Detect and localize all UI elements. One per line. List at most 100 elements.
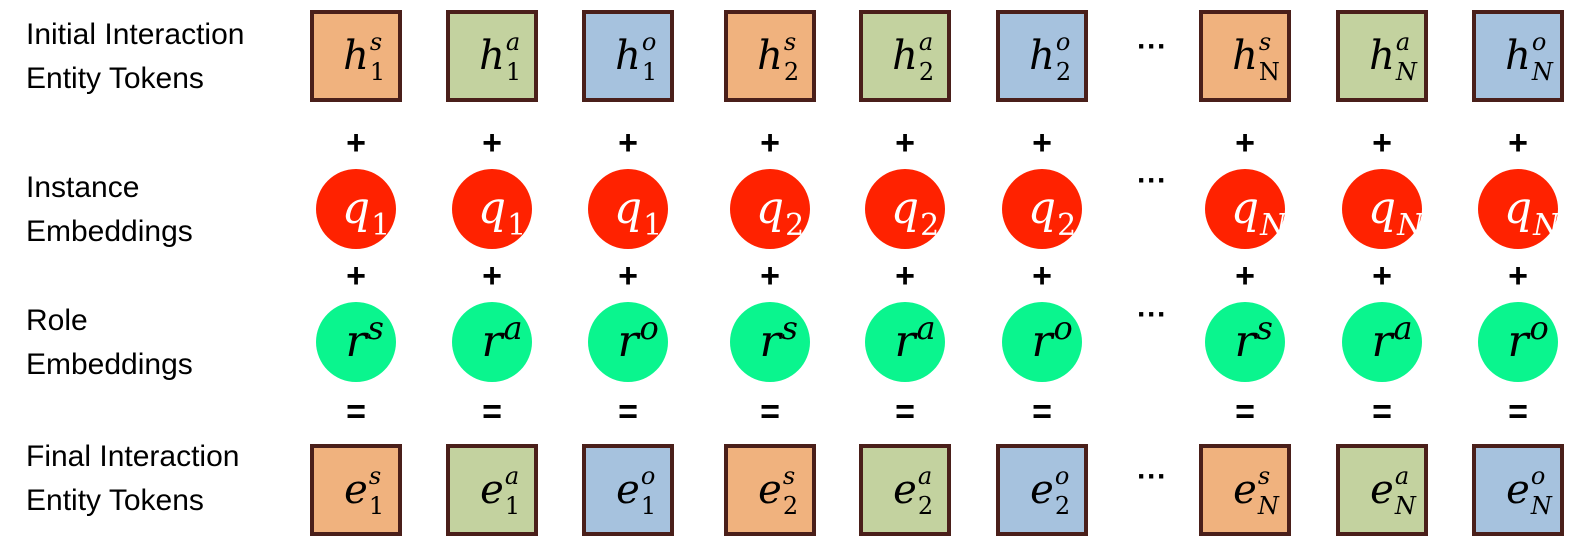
- symbol-superscript: a: [504, 462, 520, 490]
- equals-operator: =: [1508, 393, 1528, 431]
- symbol-base: h: [757, 33, 783, 79]
- symbol-base: r: [617, 316, 639, 367]
- symbol-base: e: [480, 467, 504, 513]
- symbol-subscript: 1: [641, 58, 658, 86]
- symbol-base: r: [1371, 316, 1393, 367]
- label-line: Entity Tokens: [26, 484, 204, 517]
- symbol-superscript: s: [1258, 28, 1272, 56]
- symbol-subscript: N: [1533, 208, 1560, 243]
- ellipsis: ···: [1137, 460, 1167, 493]
- symbol-subscript: 2: [782, 492, 799, 520]
- row-label-initial: Initial Interaction Entity Tokens: [26, 13, 244, 101]
- symbol-superscript: o: [1531, 28, 1547, 56]
- equals-operator: =: [1235, 393, 1255, 431]
- symbol-base: e: [1506, 467, 1530, 513]
- symbol-superscript: o: [1530, 462, 1546, 490]
- plus-operator: +: [1032, 257, 1052, 295]
- symbol-superscript: o: [639, 309, 659, 347]
- symbol-subscript: 1: [371, 208, 391, 243]
- symbol-base: e: [1030, 467, 1054, 513]
- symbol-base: q: [613, 183, 643, 234]
- plus-operator: +: [760, 124, 780, 162]
- symbol-superscript: o: [1054, 462, 1070, 490]
- symbol-base: h: [1232, 33, 1258, 79]
- symbol-superscript: o: [1529, 309, 1549, 347]
- symbol-subscript: 1: [505, 58, 522, 86]
- symbol-base: h: [892, 33, 918, 79]
- equals-operator: =: [346, 393, 366, 431]
- symbol-superscript: a: [1393, 309, 1413, 347]
- symbol-subscript: N: [1530, 492, 1552, 520]
- equals-operator: =: [1372, 393, 1392, 431]
- symbol-superscript: s: [781, 309, 798, 347]
- symbol-subscript: 1: [504, 492, 521, 520]
- plus-operator: +: [618, 124, 638, 162]
- symbol-subscript: 1: [368, 492, 385, 520]
- plus-operator: +: [346, 124, 366, 162]
- symbol-base: r: [759, 316, 781, 367]
- equals-operator: =: [618, 393, 638, 431]
- symbol-base: h: [479, 33, 505, 79]
- symbol-base: h: [1369, 33, 1395, 79]
- symbol-subscript: 2: [783, 58, 800, 86]
- symbol-superscript: s: [1256, 309, 1273, 347]
- row-label-final: Final Interaction Entity Tokens: [26, 435, 239, 523]
- ellipsis: ···: [1137, 164, 1167, 197]
- symbol-superscript: o: [641, 28, 657, 56]
- symbol-base: r: [481, 316, 503, 367]
- symbol-base: q: [1503, 183, 1533, 234]
- plus-operator: +: [1235, 124, 1255, 162]
- label-line: Embeddings: [26, 215, 193, 248]
- symbol-base: r: [894, 316, 916, 367]
- symbol-subscript: N: [1531, 58, 1553, 86]
- ellipsis: ···: [1137, 298, 1167, 331]
- symbol-subscript: N: [1257, 492, 1279, 520]
- symbol-subscript: 1: [640, 492, 657, 520]
- symbol-subscript: 2: [917, 492, 934, 520]
- symbol-superscript: a: [916, 309, 936, 347]
- symbol-base: h: [343, 33, 369, 79]
- symbol-superscript: a: [505, 28, 521, 56]
- symbol-superscript: s: [783, 28, 797, 56]
- symbol-base: q: [755, 183, 785, 234]
- symbol-subscript: 2: [785, 208, 805, 243]
